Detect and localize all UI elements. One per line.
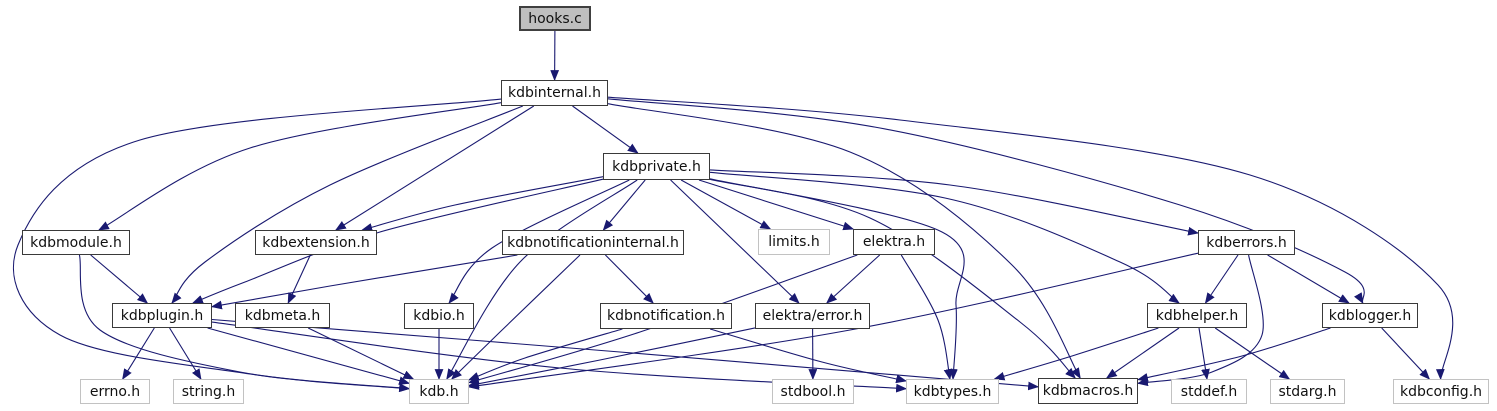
edge-kdbnotificationinternal-h-to-kdbplugin-h (210, 254, 518, 310)
edge-kdbprivate-h-to-kdbio-h (448, 179, 630, 304)
node-kdbinternal-h[interactable]: kdbinternal.h (501, 80, 608, 106)
edge-kdbhelper-h-to-kdbtypes-h (993, 327, 1159, 381)
node-kdb-h: kdb.h (409, 379, 469, 404)
edge-kdbprivate-h-to-kdbmacros-h (709, 178, 1076, 379)
node-kdblogger-h[interactable]: kdblogger.h (1322, 303, 1418, 328)
node-kdbnotification-h[interactable]: kdbnotification.h (600, 303, 732, 329)
edge-elektra-h-to-elektra-error-h (825, 254, 881, 304)
node-kdbmodule-h[interactable]: kdbmodule.h (22, 230, 130, 255)
edge-kdbextension-h-to-kdbmeta-h (287, 254, 311, 304)
edge-kdbprivate-h-to-kdbhelper-h (709, 171, 1180, 304)
edge-kdbnotification-h-to-kdb-h (467, 328, 623, 381)
edge-kdbmodule-h-to-kdbplugin-h (90, 254, 149, 304)
edge-kdbinternal-h-to-kdbplugin-h (171, 105, 524, 304)
edge-elektra-error-h-to-kdb-h (467, 327, 756, 389)
node-kdbmeta-h[interactable]: kdbmeta.h (235, 303, 330, 328)
edge-kdbmeta-h-to-kdb-h (307, 327, 415, 380)
edge-kdbprivate-h-to-kdbtypes-h (709, 178, 965, 381)
edge-kdbplugin-h-to-errno-h (122, 327, 155, 380)
edge-kdbhelper-h-to-kdbmacros-h (1105, 327, 1180, 379)
edge-kdbprivate-h-to-elektra-error-h (670, 179, 800, 304)
edge-kdblogger-h-to-kdbmacros-h (1136, 327, 1331, 382)
edge-elektra-h-to-kdbtypes-h (900, 254, 953, 381)
edge-kdbprivate-h-to-limits-h (680, 179, 772, 230)
edge-elektra-h-to-kdb-h (467, 254, 858, 385)
edge-kdbinternal-h-to-kdblogger-h (607, 98, 1365, 304)
edge-kdbmodule-h-to-kdb-h (78, 254, 411, 393)
edge-kdbinternal-h-to-kdbprivate-h (572, 105, 639, 154)
edge-kdblogger-h-to-kdbconfig-h (1381, 327, 1431, 380)
edge-kdbinternal-h-to-kdbmacros-h (607, 103, 1081, 379)
node-stdbool-h: stdbool.h (772, 379, 854, 404)
node-string-h: string.h (173, 379, 244, 404)
edge-kdbprivate-h-to-kdbextension-h (361, 176, 604, 232)
node-kdbhelper-h[interactable]: kdbhelper.h (1147, 303, 1247, 328)
edge-kdbnotificationinternal-h-to-kdbnotification-h (605, 254, 654, 304)
node-elektra-h[interactable]: elektra.h (853, 229, 935, 255)
node-kdbmacros-h[interactable]: kdbmacros.h (1038, 378, 1138, 404)
edge-kdbprivate-h-to-kdb-h (446, 179, 638, 380)
edge-kdberrors-h-to-kdbhelper-h (1204, 254, 1239, 304)
edge-kdbplugin-h-to-kdb-h (207, 327, 411, 385)
edge-kdbnotificationinternal-h-to-kdb-h (451, 254, 581, 380)
node-kdbconfig-h: kdbconfig.h (1393, 379, 1489, 404)
node-stddef-h: stddef.h (1171, 379, 1247, 404)
node-kdberrors-h[interactable]: kdberrors.h (1198, 230, 1295, 255)
node-kdbextension-h[interactable]: kdbextension.h (255, 230, 377, 255)
edge-kdbplugin-h-to-kdbmacros-h (211, 318, 1040, 391)
node-stdarg-h: stdarg.h (1270, 379, 1345, 404)
node-limits-h: limits.h (758, 229, 830, 255)
node-elektra-error-h[interactable]: elektra/error.h (755, 303, 870, 329)
node-kdbplugin-h[interactable]: kdbplugin.h (112, 303, 212, 328)
node-kdbtypes-h: kdbtypes.h (906, 379, 999, 404)
edge-kdbinternal-h-to-kdbextension-h (334, 105, 535, 231)
edge-kdbprivate-h-to-elektra-h (698, 179, 855, 231)
edge-kdbprivate-h-to-kdberrors-h (709, 169, 1200, 236)
edge-kdbinternal-h-to-kdbmodule-h (98, 102, 502, 231)
node-hooks-c: hooks.c (519, 6, 591, 31)
edge-kdbinternal-h-to-kdbconfig-h (607, 96, 1454, 381)
edge-kdbplugin-h-to-string-h (169, 327, 202, 380)
node-kdbprivate-h[interactable]: kdbprivate.h (603, 153, 710, 180)
edge-kdbprivate-h-to-kdbnotificationinternal-h (602, 179, 646, 231)
edge-kdbhelper-h-to-stddef-h (1198, 327, 1210, 381)
edge-kdbnotification-h-to-kdbtypes-h (709, 328, 908, 384)
node-errno-h: errno.h (80, 379, 150, 404)
node-kdbnotificationinternal-h[interactable]: kdbnotificationinternal.h (502, 230, 684, 255)
node-kdbio-h[interactable]: kdbio.h (404, 303, 474, 329)
edge-kdberrors-h-to-kdblogger-h (1267, 254, 1350, 304)
edge-kdberrors-h-to-kdb-h (467, 252, 1199, 390)
